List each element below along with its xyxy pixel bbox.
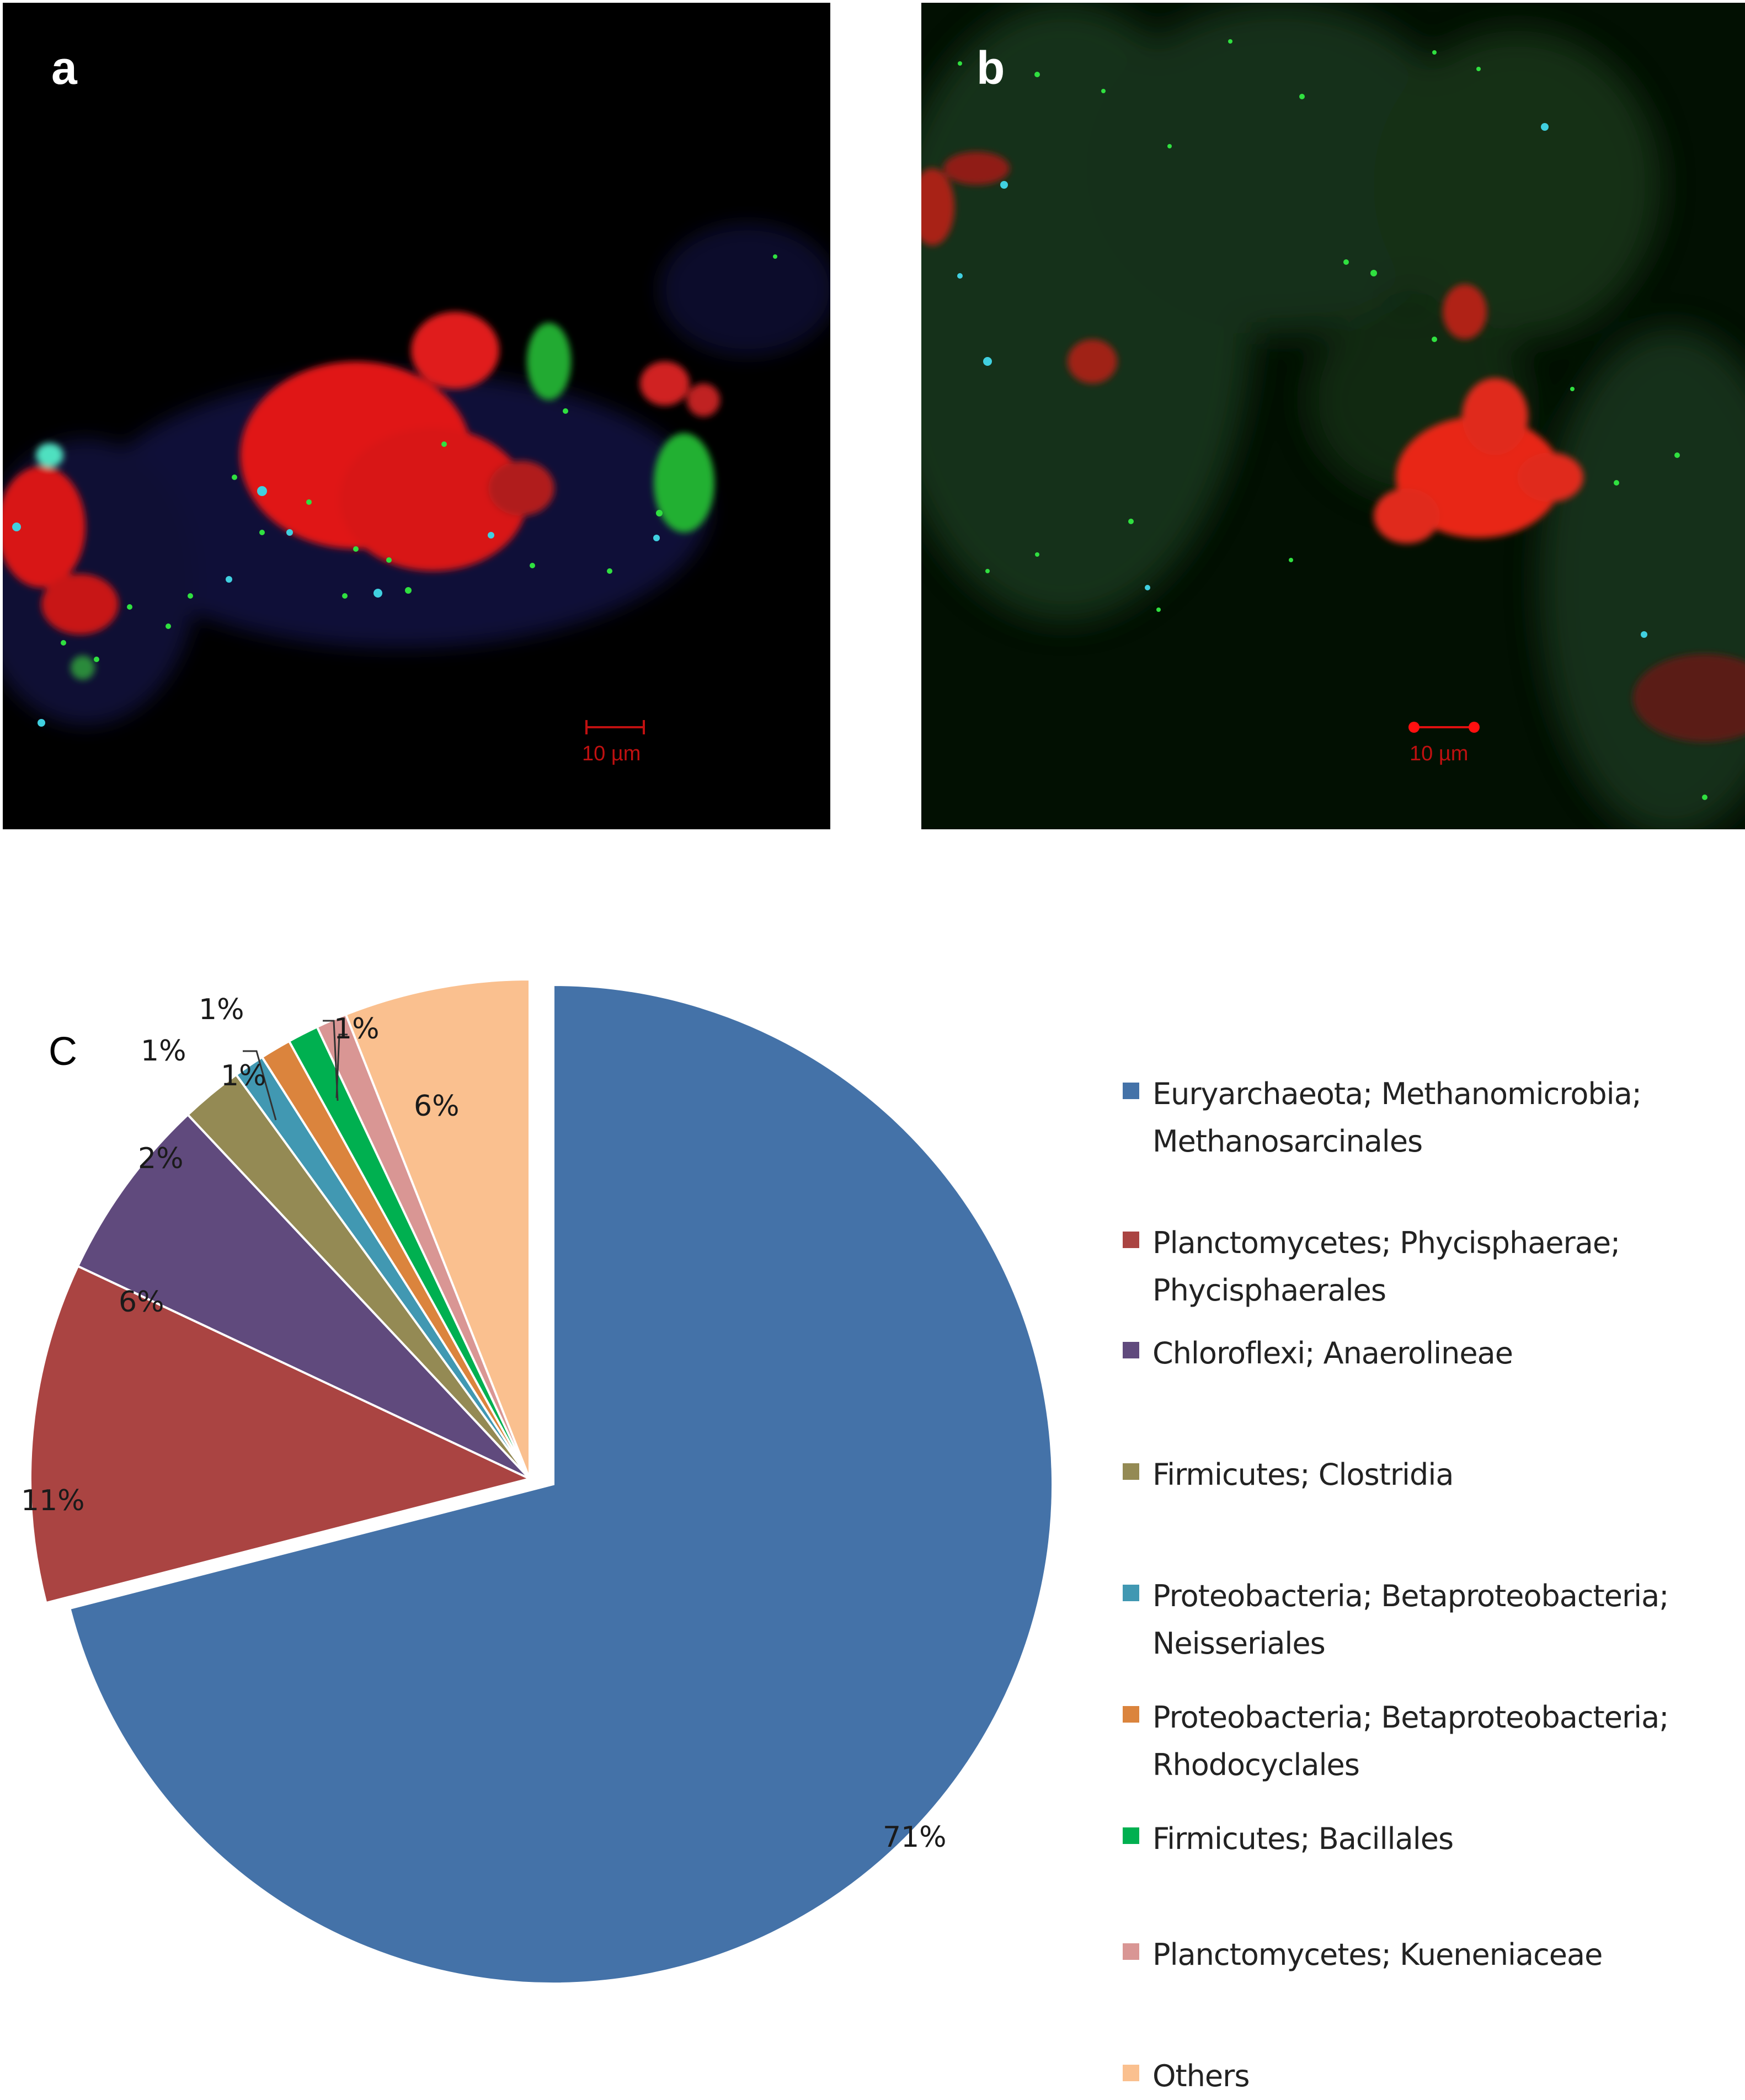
pie-slice [344,978,531,1479]
scale-bar-label-b: 10 µm [1410,742,1469,765]
legend-swatch-icon [1123,2065,1139,2081]
legend-item: Others [1123,2053,1250,2100]
micrograph-panel-b: b 10 µm [921,3,1745,829]
panel-label-c: C [49,1030,77,1074]
legend-item: Planctomycetes; Phycisphaerae; Phycispha… [1123,1219,1620,1314]
micrograph-panel-a: a 10 µm [3,3,830,829]
pie-slice-label: 1% [199,993,244,1026]
legend-item: Firmicutes; Clostridia [1123,1451,1454,1499]
legend-label: Others [1152,2059,1250,2093]
legend-item: Chloroflexi; Anaerolineae [1123,1330,1513,1377]
pie-chart [29,978,1054,1985]
legend-label: Planctomycetes; Kueneniaceae [1152,1937,1603,1972]
legend-label: Proteobacteria; Betaproteobacteria; Rhod… [1152,1700,1669,1782]
legend-item: Planctomycetes; Kueneniaceae [1123,1931,1603,1979]
legend-item: Euryarchaeota; Methanomicrobia; Methanos… [1123,1070,1642,1165]
pie-slice [68,983,1054,1985]
pie-slice-label: 71% [883,1821,947,1854]
pie-slice [29,1265,533,1605]
pie-slice-label: 1% [221,1059,266,1092]
scale-bar-a [585,720,645,734]
leader-line [335,1033,348,1099]
pie-slice-label: 11% [21,1484,85,1517]
legend-label: Chloroflexi; Anaerolineae [1152,1336,1513,1371]
micrograph-a-image [3,223,830,734]
legend-label: Euryarchaeota; Methanomicrobia; Methanos… [1152,1076,1642,1159]
scale-bar-label-a: 10 µm [582,742,641,765]
legend-swatch-icon [1123,1585,1139,1601]
pie-slice-label: 6% [119,1286,164,1319]
legend-swatch-icon [1123,1827,1139,1844]
scale-bar-b [1408,722,1480,733]
pie-slice-label: 1% [334,1012,380,1046]
legend-swatch-icon [1123,1232,1139,1248]
panel-label-a: a [51,42,77,94]
legend-item: Firmicutes; Bacillales [1123,1815,1454,1863]
legend-label: Firmicutes; Bacillales [1152,1821,1454,1856]
pie-slice-label: 1% [141,1035,186,1068]
pie-slice [76,1113,531,1480]
legend-swatch-icon [1123,1463,1139,1480]
legend-swatch-icon [1123,1943,1139,1960]
legend-swatch-icon [1123,1083,1139,1099]
leader-line [323,1020,339,1101]
micrograph-b-image [921,3,1745,829]
leader-line [243,1050,277,1121]
legend-label: Proteobacteria; Betaproteobacteria; Neis… [1152,1579,1669,1661]
pie-slice-label: 2% [138,1142,184,1175]
legend-swatch-icon [1123,1706,1139,1723]
pie-slice-label: 6% [414,1090,460,1123]
legend-item: Proteobacteria; Betaproteobacteria; Rhod… [1123,1694,1669,1789]
legend-item: Proteobacteria; Betaproteobacteria; Neis… [1123,1573,1669,1667]
panel-label-b: b [976,42,1005,94]
legend-label: Firmicutes; Clostridia [1152,1457,1454,1492]
legend-label: Planctomycetes; Phycisphaerae; Phycispha… [1152,1225,1620,1308]
legend-swatch-icon [1123,1342,1139,1358]
